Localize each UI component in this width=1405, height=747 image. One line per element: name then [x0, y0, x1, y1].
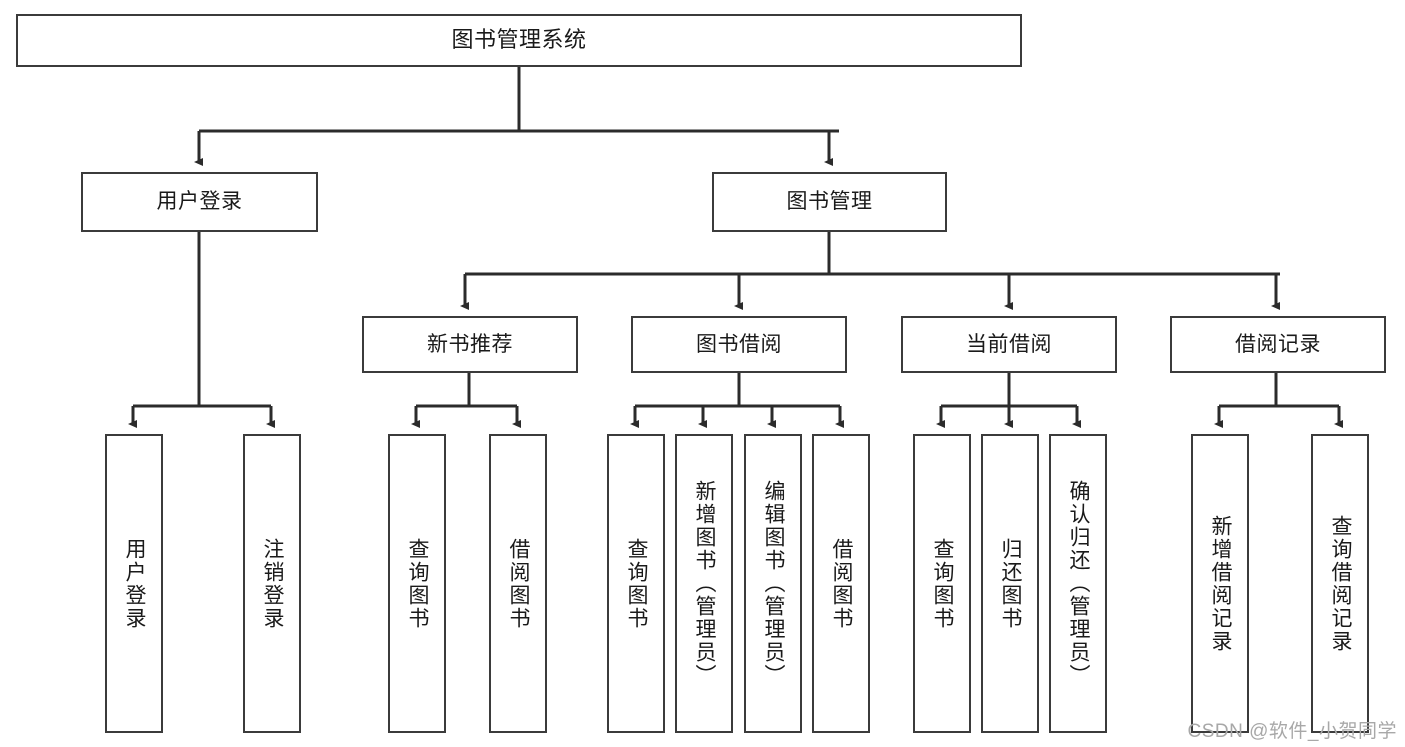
node-label: 图书管理 [786, 190, 873, 214]
node-book-management[interactable]: 图书管理 [712, 172, 947, 232]
node-label: 查询借阅记录 [1329, 514, 1353, 653]
node-label: 查询图书 [406, 537, 430, 630]
node-leaf-borrow-book-1[interactable]: 借阅图书 [489, 434, 547, 733]
node-label: 归还图书 [999, 537, 1023, 630]
node-current-borrow[interactable]: 当前借阅 [901, 316, 1117, 373]
node-label: 借阅记录 [1235, 332, 1321, 356]
node-label: 新书推荐 [427, 332, 513, 356]
node-leaf-query-book-3[interactable]: 查询图书 [913, 434, 971, 733]
node-leaf-edit-book[interactable]: 编辑图书（管理员） [744, 434, 802, 733]
node-leaf-query-book-2[interactable]: 查询图书 [607, 434, 665, 733]
node-leaf-user-login[interactable]: 用户登录 [105, 434, 163, 733]
node-label: 用户登录 [156, 190, 243, 214]
node-label: 查询图书 [931, 537, 955, 630]
node-label: 借阅图书 [830, 537, 854, 630]
node-leaf-logout[interactable]: 注销登录 [243, 434, 301, 733]
node-leaf-add-record[interactable]: 新增借阅记录 [1191, 434, 1249, 733]
node-label: 借阅图书 [507, 537, 531, 630]
node-leaf-query-book-1[interactable]: 查询图书 [388, 434, 446, 733]
node-root-system[interactable]: 图书管理系统 [16, 14, 1022, 67]
node-label: 用户登录 [123, 537, 147, 630]
node-leaf-return-book[interactable]: 归还图书 [981, 434, 1039, 733]
node-label: 新增图书（管理员） [693, 480, 717, 687]
node-label: 查询图书 [625, 537, 649, 630]
node-leaf-confirm-return[interactable]: 确认归还（管理员） [1049, 434, 1107, 733]
node-label: 图书管理系统 [451, 27, 587, 53]
node-leaf-borrow-book-2[interactable]: 借阅图书 [812, 434, 870, 733]
watermark: CSDN @软件_小贺同学 [1187, 721, 1397, 742]
node-new-book-recommend[interactable]: 新书推荐 [362, 316, 578, 373]
node-label: 注销登录 [261, 537, 285, 630]
node-leaf-add-book[interactable]: 新增图书（管理员） [675, 434, 733, 733]
node-label: 当前借阅 [966, 332, 1052, 356]
node-label: 新增借阅记录 [1209, 514, 1233, 653]
node-label: 编辑图书（管理员） [762, 480, 786, 687]
node-leaf-query-record[interactable]: 查询借阅记录 [1311, 434, 1369, 733]
node-label: 确认归还（管理员） [1067, 480, 1091, 687]
node-book-borrow[interactable]: 图书借阅 [631, 316, 847, 373]
node-user-login[interactable]: 用户登录 [81, 172, 318, 232]
node-label: 图书借阅 [696, 332, 782, 356]
node-borrow-record[interactable]: 借阅记录 [1170, 316, 1386, 373]
